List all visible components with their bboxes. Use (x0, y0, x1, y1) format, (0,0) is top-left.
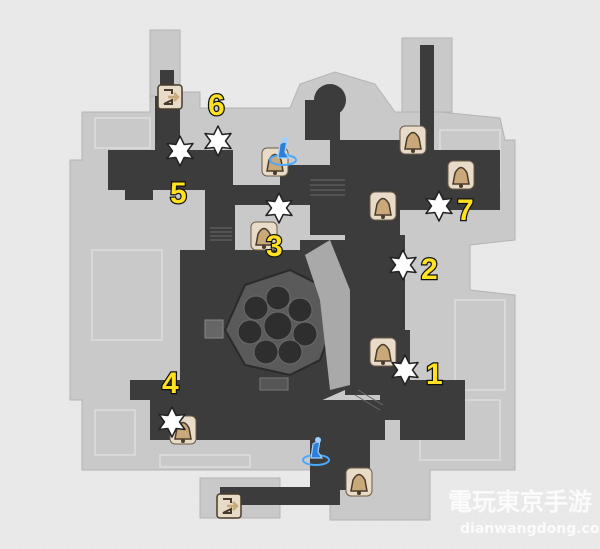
marker-labels: 1 2 3 4 5 6 7 (161, 88, 475, 402)
marker-label-1: 1 (426, 358, 443, 391)
bell-icon (447, 160, 475, 190)
marker-label-5: 5 (170, 177, 187, 210)
watermark-url: dianwangdong.com (460, 521, 600, 537)
marker-label-2: 2 (421, 253, 438, 286)
marker-label-3: 3 (266, 230, 283, 263)
central-plaza (204, 268, 337, 391)
watermark-title: 電玩東京手游 (448, 488, 592, 516)
marker-label-7: 7 (457, 194, 474, 227)
marker-label-4: 4 (162, 367, 179, 400)
bell-icon (345, 467, 373, 497)
watermark: 電玩東京手游 dianwangdong.com (448, 488, 600, 537)
marker-label-6: 6 (208, 89, 225, 122)
stairs (210, 179, 384, 411)
exit-icon (215, 492, 243, 520)
exit-icon (156, 83, 184, 111)
bell-icon (399, 125, 427, 155)
ramp (305, 240, 350, 390)
bell-icon (369, 191, 397, 221)
